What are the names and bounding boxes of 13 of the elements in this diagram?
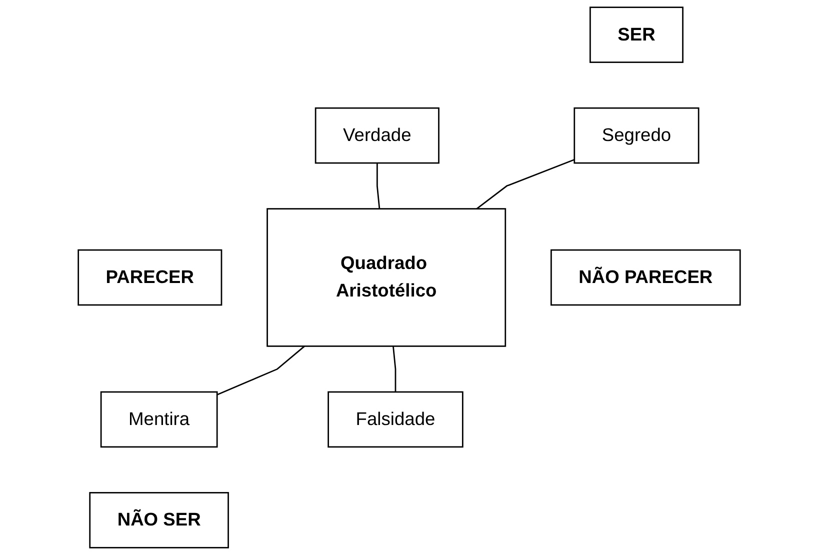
node-box: Verdade — [315, 107, 440, 164]
node-box: Segredo — [574, 107, 700, 164]
node-box: Falsidade — [328, 391, 464, 448]
connector — [476, 159, 575, 210]
connector — [392, 346, 396, 392]
node-box: SER — [590, 6, 684, 63]
connector — [217, 346, 306, 396]
node-box: Quadrado Aristotélico — [266, 208, 506, 347]
node-box: Mentira — [100, 391, 218, 448]
node-box: PARECER — [78, 249, 222, 306]
node-box: NÃO SER — [89, 492, 230, 548]
connector — [376, 163, 380, 209]
node-box: NÃO PARECER — [550, 249, 742, 306]
